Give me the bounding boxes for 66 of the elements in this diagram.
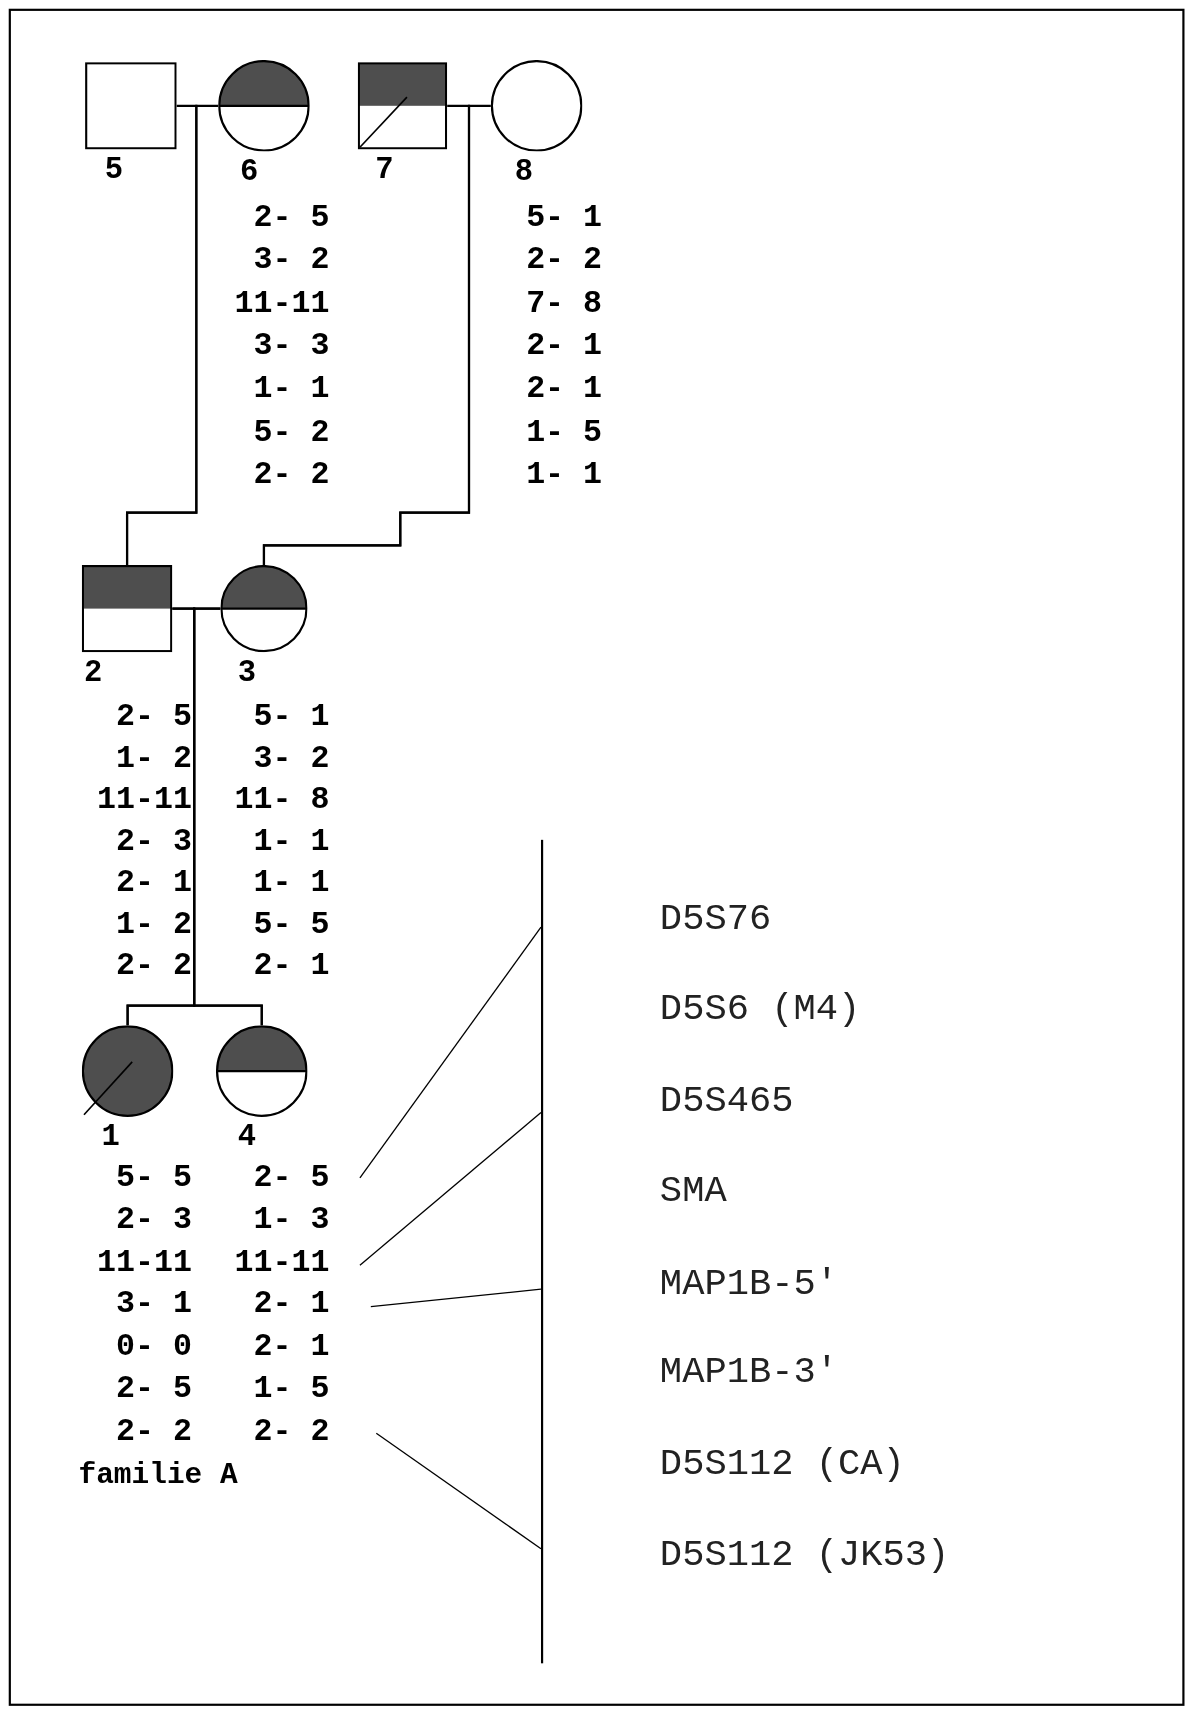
- family-label: familie A: [78, 1459, 238, 1493]
- genotype-row-text: 3- 3: [252, 329, 330, 365]
- descent-line: [193, 607, 263, 1026]
- genotype-row-text: 11-11: [233, 286, 330, 322]
- marker-name: D5S112 (CA): [659, 1442, 905, 1486]
- genotype-row-text: 1- 5: [525, 415, 603, 450]
- marker-name: MAP1B-5': [659, 1262, 838, 1306]
- genotype-row-text: 11- 8: [233, 783, 330, 819]
- genotype-row-text: 2- 2: [115, 948, 192, 984]
- genotype-row-text: 2- 3: [115, 1202, 192, 1238]
- genotype-row-text: 2- 5: [115, 700, 192, 736]
- genotype-row-text: 5- 2: [252, 415, 330, 450]
- marker-map-bar: [541, 839, 544, 1664]
- marker-name: D5S112 (JK53): [659, 1533, 950, 1578]
- genotype-row-text: 2- 2: [252, 457, 330, 493]
- genotype-row-text: 2- 5: [252, 200, 330, 236]
- genotype-row-text: 1- 2: [115, 741, 192, 777]
- leader-line: [359, 926, 542, 1179]
- genotype-row-text: 5- 1: [252, 700, 330, 736]
- marker-name: D5S76: [659, 897, 772, 942]
- individual-number: 5: [104, 153, 124, 187]
- genotype-row-text: 3- 2: [252, 741, 330, 777]
- leader-line: [359, 1111, 542, 1266]
- genotype-row-text: 3- 2: [252, 243, 330, 279]
- genotype-row-text: 2- 1: [525, 372, 603, 408]
- genotype-row-text: 1- 5: [252, 1372, 330, 1407]
- genotype-row-text: 3- 1: [115, 1287, 192, 1323]
- genotype-row-text: 1- 2: [115, 907, 192, 943]
- genotype-row-text: 1- 1: [525, 457, 603, 493]
- genotype-row-text: 2- 1: [115, 866, 192, 901]
- leader-line: [370, 1288, 542, 1308]
- genotype-row-text: 0- 0: [115, 1329, 192, 1365]
- individual-number: 2: [84, 656, 103, 690]
- genotype-row-text: 2- 2: [525, 243, 603, 279]
- genotype-row-text: 1- 1: [252, 824, 330, 860]
- genotype-row-text: 2- 5: [252, 1160, 330, 1196]
- individual-number: 3: [237, 656, 257, 690]
- genotype-row-text: 2- 1: [252, 1329, 330, 1365]
- genotype-row-text: 2- 1: [252, 948, 330, 984]
- genotype-row-text: 5- 5: [252, 907, 330, 943]
- individual-number: 4: [237, 1121, 257, 1154]
- marker-name: SMA: [659, 1169, 727, 1213]
- genotype-row-text: 2- 1: [525, 329, 603, 365]
- marker-name: D5S6 (M4): [659, 987, 861, 1031]
- genotype-row-text: 5- 5: [115, 1160, 192, 1196]
- genotype-row-text: 1- 1: [252, 866, 330, 901]
- descent-line: [125, 104, 219, 565]
- genotype-row-text: 2- 2: [115, 1414, 192, 1450]
- genotype-row-text: 2- 2: [252, 1414, 330, 1450]
- genotype-row-text: 7- 8: [525, 286, 603, 322]
- individual-number: 6: [239, 155, 259, 189]
- genotype-row-text: 11-11: [233, 1245, 330, 1281]
- genotype-row-text: 1- 3: [252, 1202, 330, 1238]
- genotype-row-text: 11-11: [96, 1245, 192, 1281]
- individual-number: 1: [101, 1121, 120, 1154]
- genotype-row-text: 2- 5: [115, 1372, 192, 1407]
- individual-number: 8: [514, 155, 534, 189]
- genotype-row-text: 1- 1: [252, 372, 330, 408]
- marker-name: MAP1B-3': [659, 1350, 838, 1394]
- genotype-row-text: 2- 1: [252, 1287, 330, 1323]
- genotype-row-text: 5- 1: [525, 200, 603, 236]
- individual-number: 7: [375, 153, 394, 187]
- leader-line: [375, 1432, 542, 1550]
- genotype-row-text: 11-11: [96, 783, 192, 819]
- genotype-row-text: 2- 3: [115, 824, 192, 860]
- marker-name: D5S465: [659, 1079, 794, 1124]
